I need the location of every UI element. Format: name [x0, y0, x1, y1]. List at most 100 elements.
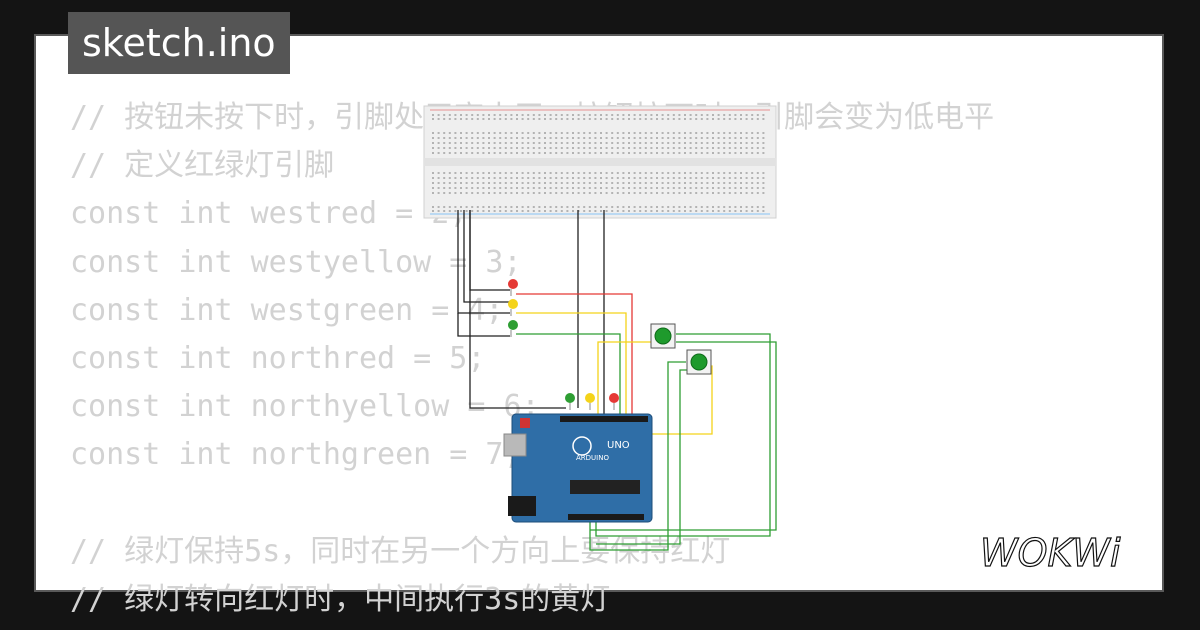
breadboard-hole	[756, 210, 759, 212]
breadboard-hole	[656, 182, 658, 184]
breadboard-hole	[549, 187, 552, 189]
breadboard-hole	[644, 182, 647, 184]
led-green-west[interactable]	[508, 320, 518, 337]
breadboard-hole	[695, 142, 698, 144]
arduino-logo-icon	[572, 436, 592, 456]
breadboard-hole	[633, 187, 636, 189]
reset-button[interactable]	[520, 418, 530, 428]
breadboard-hole	[622, 182, 625, 184]
breadboard-hole	[538, 210, 541, 212]
breadboard-hole	[712, 192, 714, 194]
breadboard-hole	[745, 177, 748, 179]
breadboard-hole	[689, 142, 692, 144]
led-red-west[interactable]	[508, 279, 518, 296]
breadboard-hole	[488, 206, 490, 208]
breadboard-hole	[644, 142, 647, 144]
breadboard-hole	[611, 210, 614, 212]
breadboard-hole	[516, 210, 518, 212]
breadboard-hole	[443, 177, 446, 179]
breadboard-hole	[700, 172, 703, 174]
breadboard-hole	[588, 192, 591, 194]
breadboard-hole	[740, 192, 742, 194]
breadboard-hole	[476, 142, 479, 144]
breadboard-hole	[751, 210, 754, 212]
wires	[457, 210, 777, 551]
led-yellow-north[interactable]	[585, 393, 595, 410]
breadboard-hole	[667, 147, 670, 149]
breadboard-hole	[723, 206, 726, 208]
breadboard-hole	[650, 210, 653, 212]
breadboard-hole	[745, 137, 748, 139]
breadboard-hole	[549, 137, 552, 139]
breadboard-hole	[723, 177, 726, 179]
breadboard-hole	[639, 210, 642, 212]
breadboard-hole	[493, 132, 496, 134]
breadboard-hole	[493, 152, 496, 154]
breadboard-hole	[555, 137, 558, 139]
breadboard-hole	[723, 132, 726, 134]
breadboard-hole	[622, 114, 625, 116]
breadboard-hole	[684, 210, 686, 212]
breadboard-hole	[460, 177, 462, 179]
breadboard-hole	[633, 206, 636, 208]
breadboard-hole	[594, 206, 597, 208]
breadboard-hole	[689, 210, 692, 212]
wire-green	[596, 369, 690, 545]
push-button-north[interactable]	[686, 349, 712, 375]
led-green-north[interactable]	[565, 393, 575, 410]
breadboard-hole	[611, 118, 614, 120]
led-yellow-west[interactable]	[508, 299, 518, 316]
digital-header	[560, 416, 648, 422]
breadboard-hole	[460, 137, 462, 139]
breadboard-hole	[510, 152, 513, 154]
breadboard-hole	[538, 114, 541, 116]
breadboard-hole	[488, 152, 490, 154]
breadboard-hole	[499, 147, 502, 149]
breadboard-hole	[728, 118, 731, 120]
arduino-uno-board[interactable]: UNO ARDUINO	[503, 413, 653, 523]
breadboard-hole	[600, 187, 602, 189]
breadboard-hole	[588, 132, 591, 134]
breadboard-hole	[616, 210, 619, 212]
breadboard-hole	[499, 118, 502, 120]
breadboard-hole	[532, 210, 535, 212]
breadboard-hole	[656, 192, 658, 194]
breadboard-hole	[700, 142, 703, 144]
breadboard-hole	[684, 147, 686, 149]
breadboard-hole	[695, 210, 698, 212]
push-button-west[interactable]	[650, 323, 676, 349]
breadboard-hole	[432, 118, 434, 120]
breadboard-hole	[661, 132, 664, 134]
breadboard-hole	[594, 172, 597, 174]
breadboard-hole	[689, 206, 692, 208]
breadboard-hole	[555, 118, 558, 120]
breadboard-hole	[756, 177, 759, 179]
breadboard-hole	[588, 118, 591, 120]
breadboard-hole	[432, 177, 434, 179]
breadboard-hole	[448, 172, 451, 174]
breadboard-hole	[527, 192, 530, 194]
breadboard-hole	[566, 206, 569, 208]
breadboard-hole	[639, 182, 642, 184]
breadboard-hole	[706, 152, 709, 154]
breadboard-hole	[454, 147, 457, 149]
breadboard-hole	[734, 142, 737, 144]
breadboard-hole	[622, 177, 625, 179]
breadboard-hole	[751, 114, 754, 116]
breadboard-hole	[723, 182, 726, 184]
breadboard-hole	[728, 172, 731, 174]
breadboard-hole	[527, 177, 530, 179]
breadboard-hole	[667, 206, 670, 208]
breadboard-hole	[712, 142, 714, 144]
breadboard[interactable]	[423, 105, 777, 219]
breadboard-hole	[488, 137, 490, 139]
breadboard-hole	[661, 192, 664, 194]
led-red-north[interactable]	[609, 393, 619, 410]
breadboard-hole	[443, 114, 446, 116]
breadboard-hole	[751, 192, 754, 194]
file-name-tab[interactable]: sketch.ino	[68, 12, 290, 74]
breadboard-hole	[577, 142, 580, 144]
breadboard-hole	[437, 114, 440, 116]
breadboard-hole	[588, 210, 591, 212]
